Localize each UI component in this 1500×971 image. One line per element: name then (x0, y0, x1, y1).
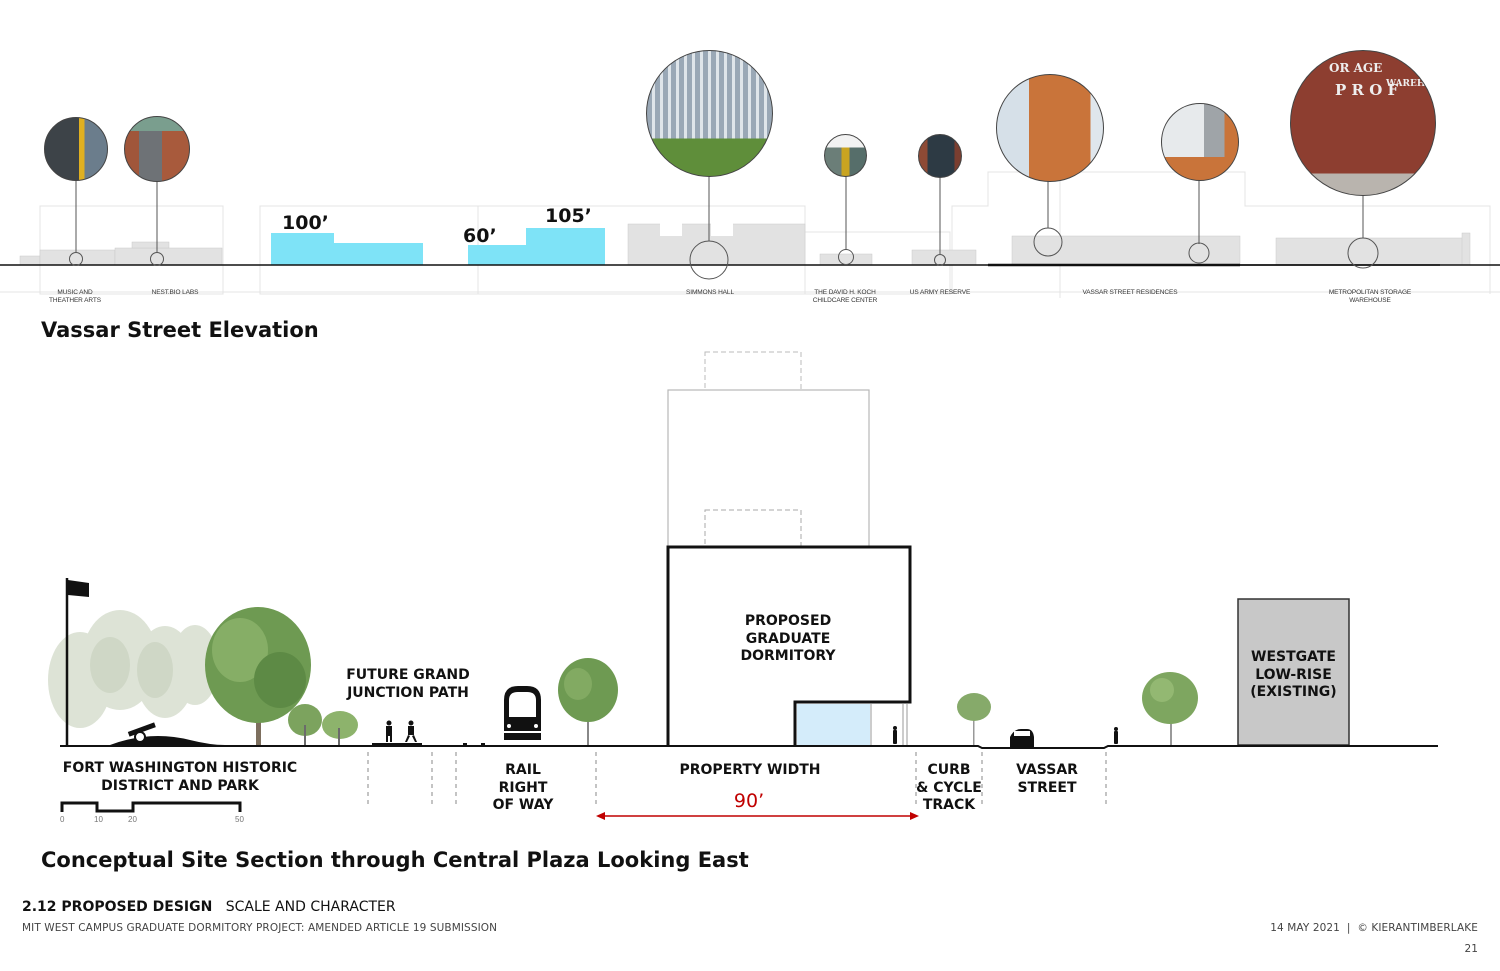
label-proposed-dormitory: PROPOSED GRADUATE DORMITORY (740, 613, 836, 664)
simmons-hall-photo (646, 50, 773, 177)
vassar-residences-photo-2 (1161, 103, 1239, 181)
tree-large (205, 607, 311, 745)
footer-date-credit: 14 MAY 2021 | © KIERANTIMBERLAKE (1270, 922, 1478, 934)
property-width-dimension (596, 812, 919, 820)
label-curb-cycle-track: CURB & CYCLE TRACK (916, 762, 982, 813)
westgate-building (1237, 598, 1350, 746)
metropolitan-storage-photo: OR AGE WAREHOU P R O F (1290, 50, 1436, 196)
proposed-massing (271, 228, 605, 265)
cannon-icon (127, 722, 156, 743)
label-fort-washington: FORT WASHINGTON HISTORIC DISTRICT AND PA… (62, 760, 298, 794)
pedestrian-icon (1114, 727, 1118, 744)
label-vassar-street: VASSAR STREET (1016, 762, 1078, 796)
warehouse-sign-text: P R O F (1335, 81, 1399, 99)
scale-tick: 20 (128, 815, 137, 824)
footer-section-subtitle: SCALE AND CHARACTER (225, 899, 396, 915)
building-label: NEST.BIO LABS (151, 289, 199, 296)
music-theater-arts-photo (44, 117, 108, 181)
koch-childcare-photo (824, 134, 867, 177)
section-ground-line (60, 745, 1438, 749)
label-rail-right-of-way: RAIL RIGHT OF WAY (492, 762, 554, 813)
height-label-105: 105’ (545, 205, 592, 227)
glass-ground-floor (797, 704, 870, 745)
massing-105ft (526, 228, 605, 265)
building-label: VASSAR STREET RESIDENCES (1082, 289, 1178, 296)
building-label: US ARMY RESERVE (909, 289, 971, 296)
proposed-dormitory-outline (666, 545, 912, 745)
shrubs (288, 704, 358, 745)
elevation-drawing (0, 170, 1500, 298)
scale-bar (60, 801, 242, 813)
dimension-value: 90’ (733, 790, 765, 812)
tree-street (957, 693, 991, 745)
cyclist-icon (386, 720, 392, 742)
nest-bio-labs-photo (124, 116, 190, 182)
page-number: 21 (1464, 943, 1478, 955)
scale-tick: 10 (94, 815, 103, 824)
dormitory-alt-massing (667, 351, 870, 548)
footer-section-number: 2.12 PROPOSED DESIGN (22, 899, 213, 915)
runner-icon (405, 720, 417, 742)
label-grand-junction-path: FUTURE GRAND JUNCTION PATH (346, 667, 470, 701)
footer-heading: 2.12 PROPOSED DESIGN SCALE AND CHARACTER (22, 899, 396, 915)
existing-massing (19, 223, 1471, 266)
building-label: THE DAVID H. KOCH CHILDCARE CENTER (812, 289, 878, 304)
rail-car-icon (504, 686, 541, 740)
scale-tick: 0 (60, 815, 65, 824)
height-label-60: 60’ (463, 225, 497, 247)
footer-project: MIT WEST CAMPUS GRADUATE DORMITORY PROJE… (22, 922, 498, 934)
warehouse-sign-text: WAREHOU (1386, 79, 1436, 89)
tree-street-2 (1142, 672, 1198, 745)
path-surface (372, 743, 422, 745)
section-title: Conceptual Site Section through Central … (41, 848, 749, 872)
building-label: METROPOLITAN STORAGE WAREHOUSE (1328, 289, 1412, 304)
tree-medium (558, 658, 618, 745)
zone-dividers (367, 752, 1107, 808)
elevation-title: Vassar Street Elevation (41, 318, 319, 342)
building-label: SIMMONS HALL (686, 289, 734, 296)
park-mound (110, 736, 225, 745)
pedestrian-icon (893, 726, 897, 744)
height-label-100: 100’ (282, 212, 329, 234)
scale-tick: 50 (235, 815, 244, 824)
building-label: MUSIC AND THEATHER ARTS (49, 289, 101, 304)
warehouse-sign-text: OR AGE (1329, 61, 1383, 75)
scale-bar-ticks: 0 10 20 50 (60, 815, 244, 824)
massing-60ft (468, 245, 528, 265)
callout-leaders (69, 170, 1379, 280)
us-army-reserve-photo (918, 134, 962, 178)
label-westgate: WESTGATE LOW-RISE (EXISTING) (1250, 649, 1337, 700)
vassar-residences-photo (996, 74, 1104, 182)
background-trees (48, 610, 219, 728)
car-icon (1010, 729, 1034, 747)
label-property-width: PROPERTY WIDTH (679, 762, 821, 778)
flag-icon (68, 580, 89, 597)
